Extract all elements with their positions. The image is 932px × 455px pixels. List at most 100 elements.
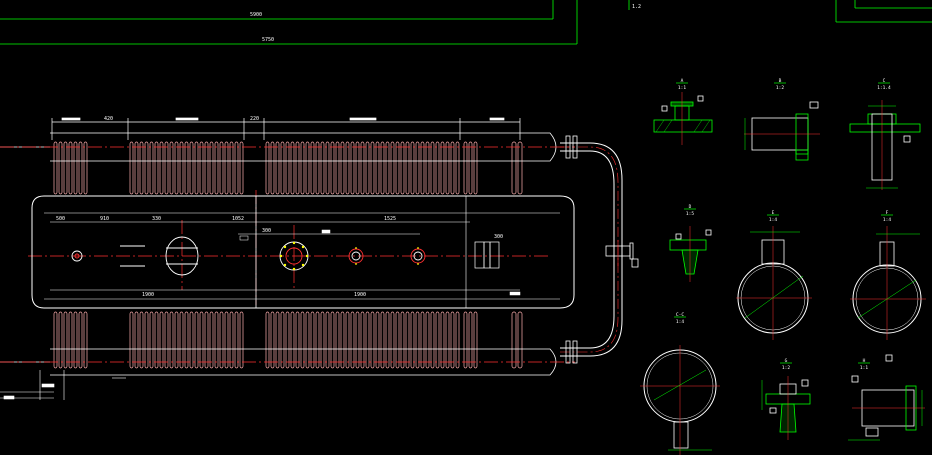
tube <box>325 141 330 195</box>
tube <box>310 141 315 195</box>
tube <box>290 141 295 195</box>
view-caption-scale: 1:4 <box>676 319 684 325</box>
view-caption-scale: 1:4 <box>769 217 777 223</box>
tube <box>370 311 375 369</box>
tube <box>390 311 395 369</box>
tube <box>325 311 330 369</box>
tube <box>265 141 270 195</box>
drum-small-dim-1: 300 <box>262 228 271 234</box>
tube <box>395 311 400 369</box>
tube <box>511 141 517 195</box>
drum-dimensions <box>50 221 521 296</box>
tube <box>385 141 390 195</box>
tube <box>455 141 460 195</box>
tube <box>144 141 149 195</box>
top-tag: 1.2 <box>632 4 641 10</box>
tube <box>375 311 380 369</box>
tube-dim-220: 220 <box>250 116 259 122</box>
drum-dim-1525: 1525 <box>384 216 396 222</box>
tube <box>53 311 58 369</box>
tube <box>473 141 478 195</box>
detail-b <box>744 101 820 161</box>
tube <box>335 141 340 195</box>
view-caption-scale: 1:2 <box>776 85 784 91</box>
main-drum <box>31 195 575 309</box>
tube <box>430 141 435 195</box>
tube <box>280 141 285 195</box>
tube <box>400 311 405 369</box>
tube <box>450 141 455 195</box>
tube <box>219 141 224 195</box>
tube <box>234 311 239 369</box>
tube <box>224 311 229 369</box>
view-caption-scale: 1:4 <box>883 217 891 223</box>
detail-e <box>736 226 812 340</box>
tube <box>159 141 164 195</box>
tube <box>184 311 189 369</box>
tube <box>169 311 174 369</box>
tube <box>450 311 455 369</box>
tube <box>340 311 345 369</box>
tube <box>285 311 290 369</box>
drum-dim-500: 500 <box>56 216 65 222</box>
tube <box>239 141 244 195</box>
tube <box>517 311 523 369</box>
detail-d <box>669 226 712 282</box>
tube <box>440 311 445 369</box>
tube <box>330 141 335 195</box>
tube <box>134 141 139 195</box>
tube <box>360 141 365 195</box>
tube-bank-bottom <box>53 311 523 369</box>
tube <box>415 141 420 195</box>
tube <box>425 311 430 369</box>
tube <box>275 141 280 195</box>
tube <box>410 311 415 369</box>
tube <box>290 311 295 369</box>
tube <box>149 141 154 195</box>
tube <box>154 311 159 369</box>
tube <box>385 311 390 369</box>
tube <box>320 141 325 195</box>
tube <box>420 141 425 195</box>
tube <box>355 311 360 369</box>
tube <box>410 141 415 195</box>
tube <box>445 311 450 369</box>
tube <box>425 141 430 195</box>
tube <box>179 141 184 195</box>
tube <box>468 311 473 369</box>
tube <box>405 141 410 195</box>
tube <box>204 311 209 369</box>
drum-dim-330: 330 <box>152 216 161 222</box>
tube <box>214 311 219 369</box>
tube <box>224 141 229 195</box>
nozzle-bolts <box>279 241 419 271</box>
drum-dim-1052: 1052 <box>232 216 244 222</box>
tube-bank-top <box>53 141 523 195</box>
tube <box>280 311 285 369</box>
tube <box>189 141 194 195</box>
tube <box>184 141 189 195</box>
tube <box>415 311 420 369</box>
tube <box>234 141 239 195</box>
tube <box>219 311 224 369</box>
tube <box>380 311 385 369</box>
tube <box>305 311 310 369</box>
tube <box>68 141 73 195</box>
tube <box>58 311 63 369</box>
tube <box>380 141 385 195</box>
centerlines <box>0 146 575 363</box>
detail-h <box>848 375 925 441</box>
tube <box>68 311 73 369</box>
header-pipes <box>0 132 557 376</box>
tube <box>310 311 315 369</box>
tube <box>330 311 335 369</box>
drum-dim-1900-left: 1900 <box>142 292 154 298</box>
tube <box>194 141 199 195</box>
tube <box>335 311 340 369</box>
tube <box>355 141 360 195</box>
tube <box>189 311 194 369</box>
tube <box>270 141 275 195</box>
tube <box>214 141 219 195</box>
